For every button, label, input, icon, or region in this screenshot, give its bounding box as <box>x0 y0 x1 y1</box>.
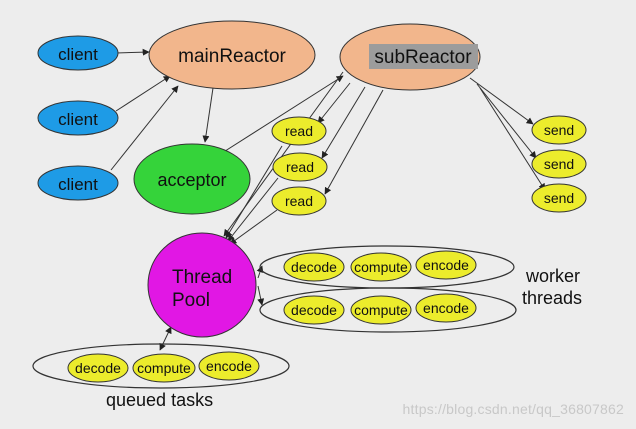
arrow-sub-send2 <box>476 83 537 159</box>
queued-row: decode compute encode <box>67 351 260 383</box>
worker-threads-caption-line1: worker <box>525 266 580 286</box>
acceptor-node: acceptor <box>133 143 251 215</box>
arrow-client3-main <box>110 85 179 171</box>
arrow-sub-send3 <box>479 87 546 191</box>
send-label-3: send <box>544 190 574 206</box>
worker-threads-caption-line2: threads <box>522 288 582 308</box>
client-label-3: client <box>58 175 98 194</box>
arrow-pool-worker1 <box>256 265 264 279</box>
queued-tasks-caption: queued tasks <box>106 390 213 410</box>
task-node: decode <box>283 295 345 325</box>
task-label: compute <box>354 302 408 318</box>
arrows <box>110 48 546 351</box>
task-node: encode <box>415 250 477 280</box>
task-node: encode <box>415 293 477 323</box>
arrow-pool-worker2 <box>257 285 265 306</box>
thread-pool-label-line1: Thread <box>172 267 232 288</box>
send-node-2: send <box>531 149 587 179</box>
task-label: decode <box>75 360 121 376</box>
task-node: decode <box>283 252 345 282</box>
read-label-2: read <box>286 159 314 175</box>
acceptor-label: acceptor <box>157 170 226 190</box>
task-node: decode <box>67 353 129 383</box>
task-node: compute <box>132 353 196 383</box>
arrow-client2-main <box>115 75 171 112</box>
arrow-sub-read1 <box>317 82 351 124</box>
arrow-sub-read3 <box>324 89 384 195</box>
arrow-sub-read2 <box>321 86 366 159</box>
client-label-1: client <box>58 45 98 64</box>
arrow-sub-send1 <box>469 77 534 125</box>
task-node: compute <box>350 252 412 282</box>
group-outlines <box>32 245 517 389</box>
read-node-2: read <box>272 152 328 182</box>
queued-tasks-group <box>32 343 290 389</box>
send-node-1: send <box>531 115 587 145</box>
send-label-1: send <box>544 122 574 138</box>
client-node-2: client <box>37 100 119 136</box>
arrow-client1-main <box>115 48 150 56</box>
task-label: compute <box>354 259 408 275</box>
task-label: encode <box>206 358 252 374</box>
arrow-acceptor-sub <box>221 75 344 154</box>
arrow-pool-queue <box>159 326 172 351</box>
worker-row-1: decode compute encode <box>283 250 477 282</box>
client-node-3: client <box>37 165 119 201</box>
read-label-1: read <box>285 123 313 139</box>
sub-reactor-node: subReactor <box>339 23 481 91</box>
sub-reactor-highlight <box>369 44 478 69</box>
read-node-1: read <box>271 116 327 146</box>
client-node-1: client <box>37 35 119 71</box>
task-node: encode <box>198 351 260 381</box>
send-node-3: send <box>531 183 587 213</box>
arrow-read1-pool <box>225 145 283 239</box>
arrow-read2-pool <box>227 177 279 242</box>
arrow-read3-pool <box>229 209 278 245</box>
read-label-3: read <box>285 193 313 209</box>
thread-pool-label-line2: Pool <box>172 290 210 311</box>
task-label: encode <box>423 300 469 316</box>
thread-pool-node: Thread Pool <box>147 232 257 338</box>
worker-threads-group-2 <box>259 287 517 333</box>
arrow-main-acceptor <box>202 87 214 143</box>
sub-reactor-label: subReactor <box>374 47 472 68</box>
task-label: decode <box>291 259 337 275</box>
main-reactor-label: mainReactor <box>178 46 286 67</box>
task-node: compute <box>350 295 412 325</box>
task-label: decode <box>291 302 337 318</box>
send-label-2: send <box>544 156 574 172</box>
client-label-2: client <box>58 110 98 129</box>
task-label: encode <box>423 257 469 273</box>
task-label: compute <box>137 360 191 376</box>
worker-row-2: decode compute encode <box>283 293 477 325</box>
read-node-3: read <box>271 186 327 216</box>
main-reactor-node: mainReactor <box>148 20 316 90</box>
watermark: https://blog.csdn.net/qq_36807862 <box>402 401 624 417</box>
